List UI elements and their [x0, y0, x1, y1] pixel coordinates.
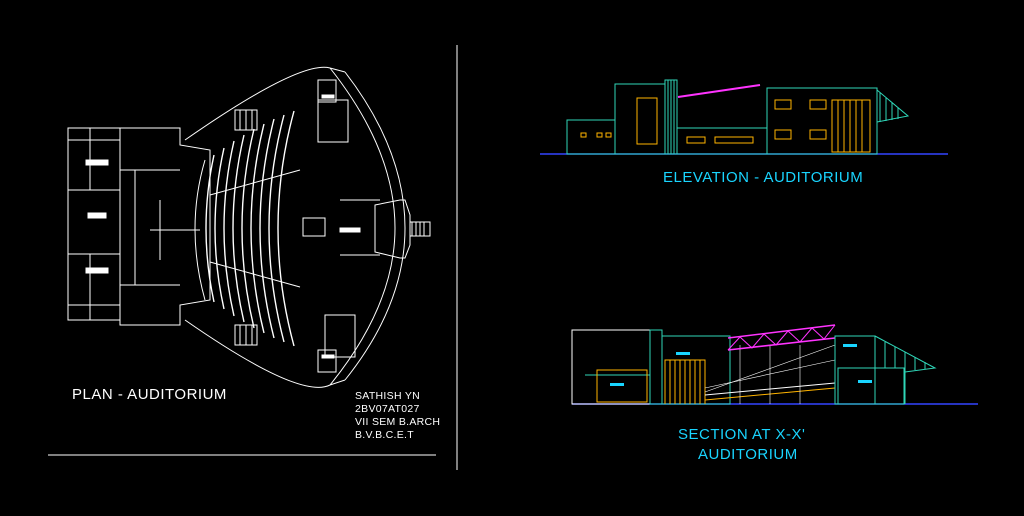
title-block-credits: SATHISH YN 2BV07AT027 VII SEM B.ARCH B.V…	[355, 390, 440, 442]
credit-college: B.V.B.C.E.T	[355, 429, 414, 441]
credit-usn: 2BV07AT027	[355, 403, 420, 415]
auditorium-section	[571, 324, 978, 405]
auditorium-elevation	[540, 79, 948, 155]
auditorium-plan	[67, 66, 431, 388]
section-title-line2: AUDITORIUM	[698, 446, 798, 463]
plan-title: PLAN - AUDITORIUM	[72, 386, 227, 403]
credit-semester: VII SEM B.ARCH	[355, 416, 441, 428]
elevation-title: ELEVATION - AUDITORIUM	[663, 169, 864, 186]
seating-rows	[205, 110, 295, 347]
credit-name: SATHISH YN	[355, 390, 421, 402]
section-title-line1: SECTION AT X-X'	[678, 426, 806, 443]
